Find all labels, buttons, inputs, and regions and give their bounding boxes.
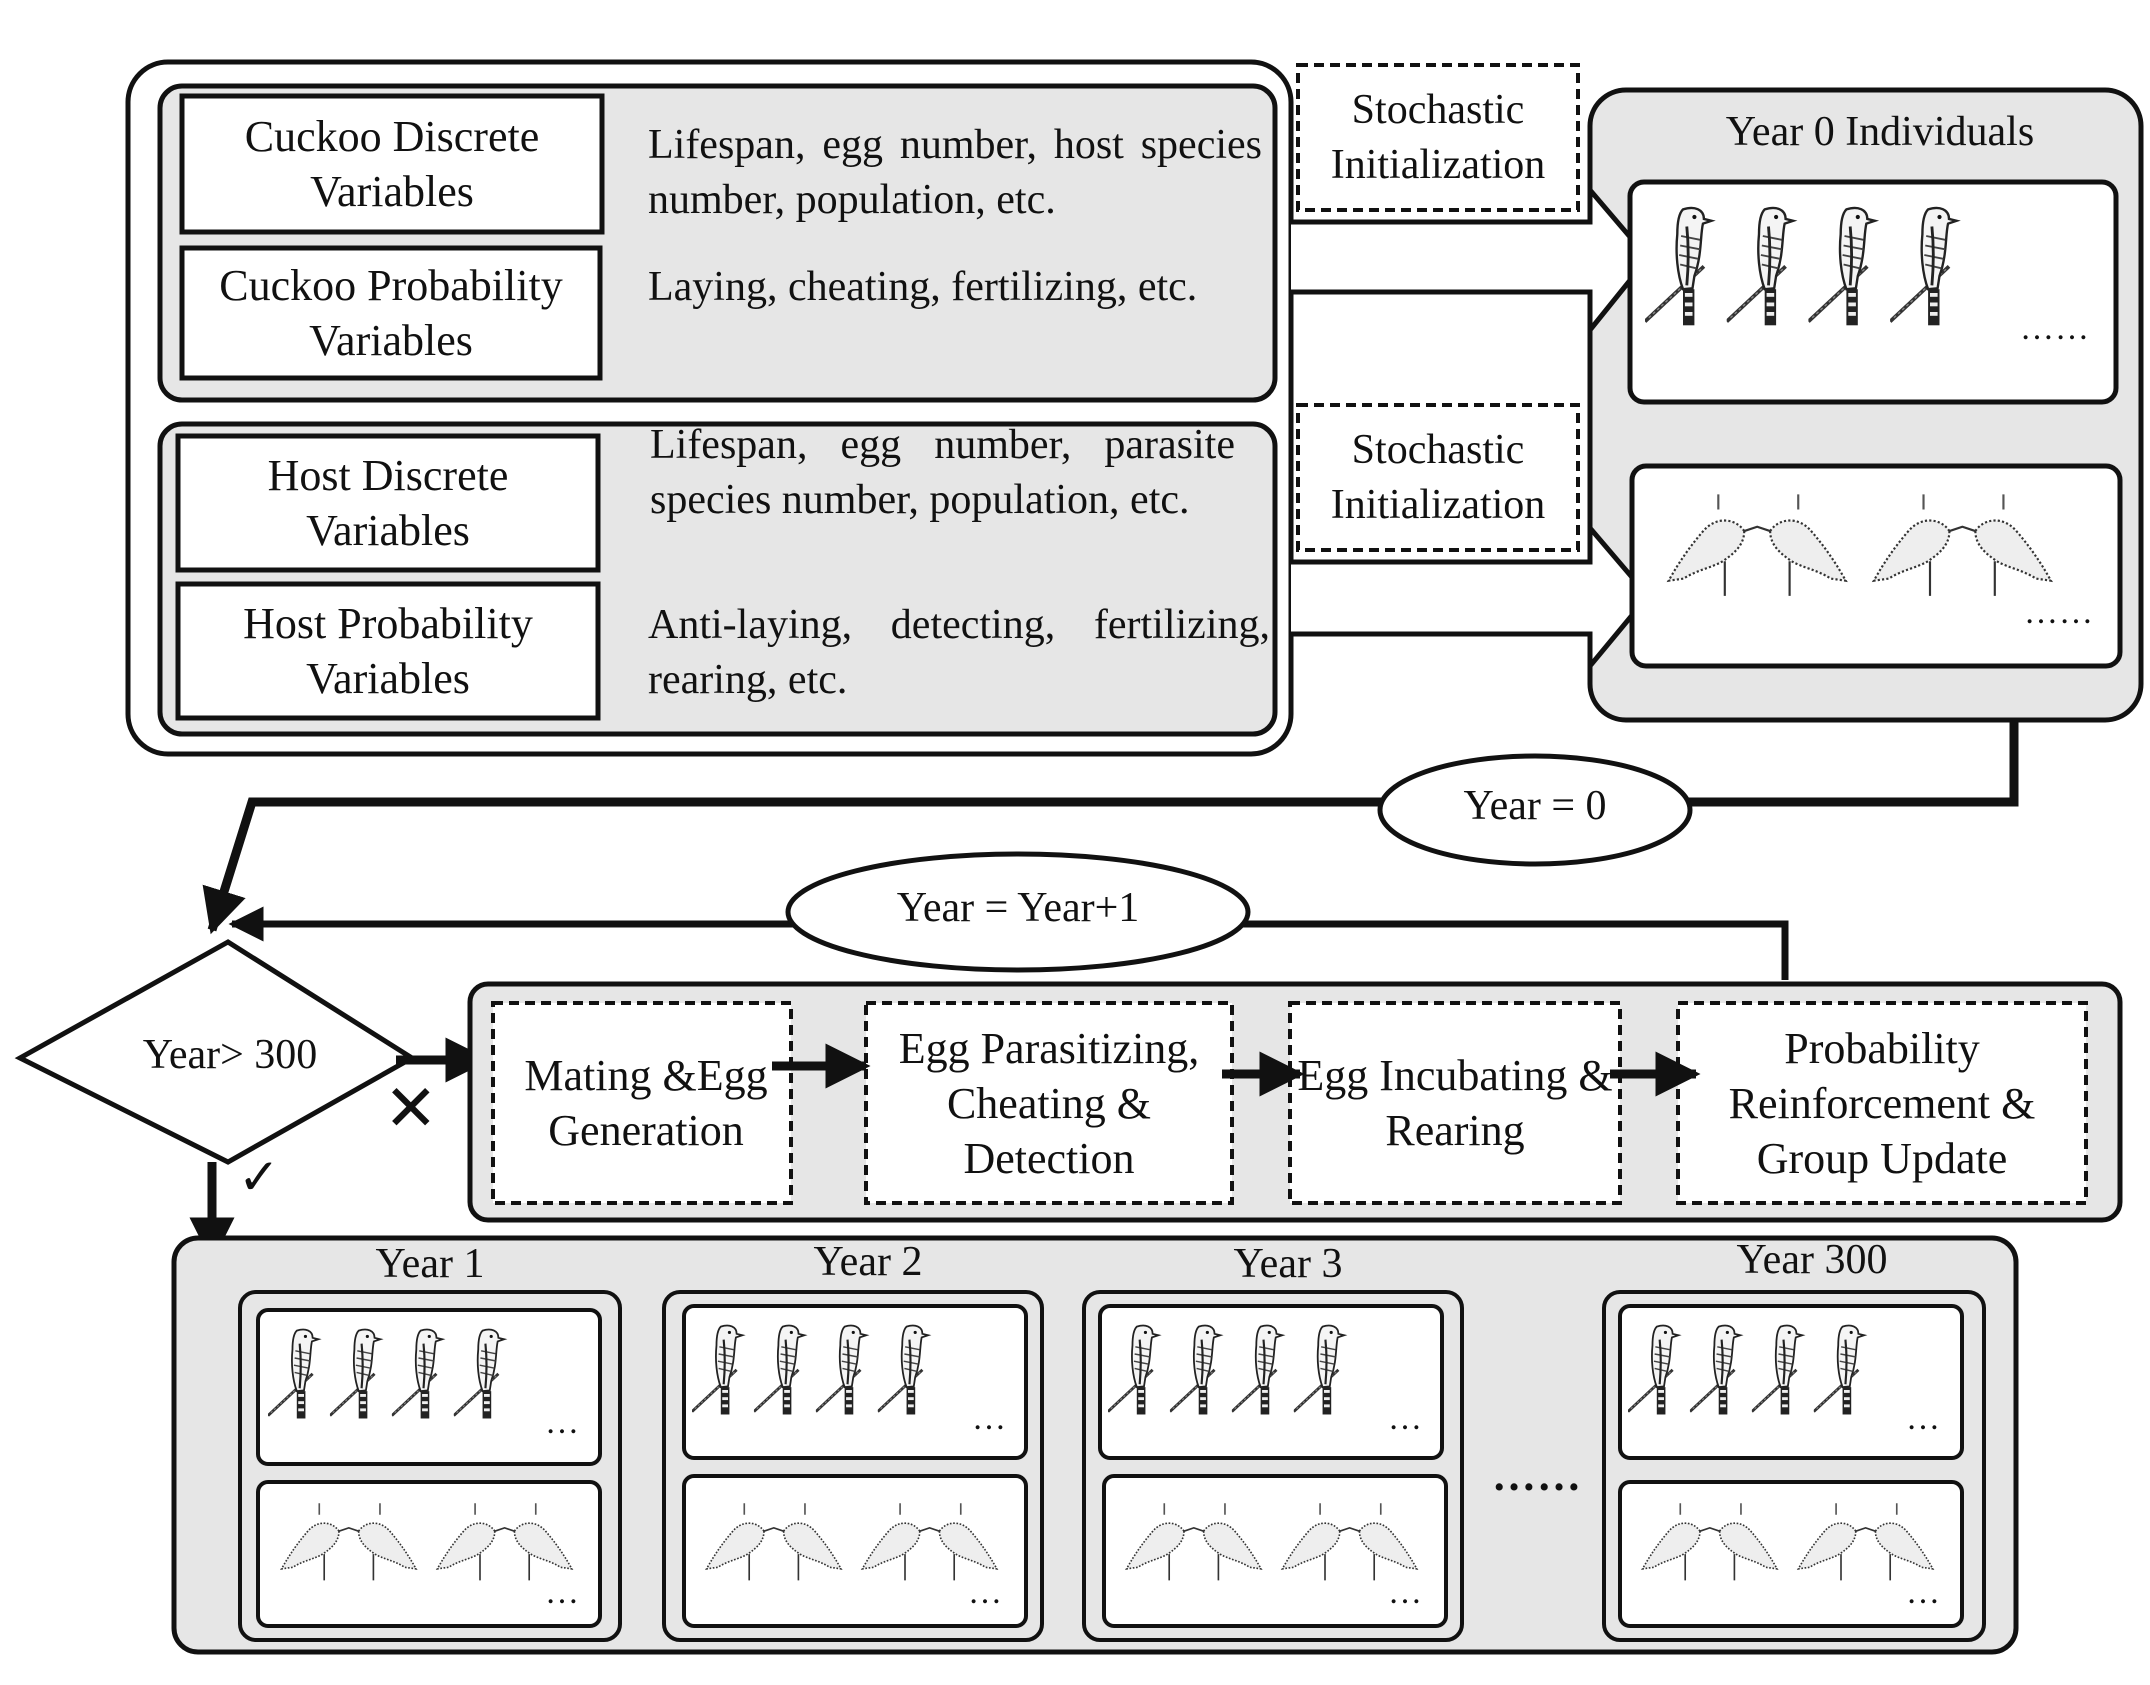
- step-box-2: [864, 1001, 1234, 1205]
- no-cross-icon: ✕: [384, 1072, 438, 1146]
- loop-back-connector: [228, 906, 1789, 980]
- year0-cuckoo-box: [1627, 179, 2119, 405]
- year-start-label: Year = 0: [1463, 783, 1607, 829]
- cuckoo-discrete-box: [179, 93, 605, 235]
- cuckoo-discrete-label: Cuckoo Discrete Variables: [244, 112, 540, 216]
- year-increment-oval: [785, 851, 1251, 973]
- year1-title: Year 1: [375, 1241, 485, 1287]
- year-increment-label: Year = Year+1: [896, 885, 1140, 931]
- cuckoo-probability-box: [179, 245, 603, 381]
- year2-host-ellipsis: …: [968, 1574, 1003, 1611]
- cuckoo-probability-desc: Laying, cheating, fertilizing, etc.: [648, 264, 1198, 310]
- host-discrete-box: [175, 433, 601, 573]
- init-to-condition-connector: [202, 720, 2019, 935]
- yes-check-icon: ✓: [238, 1148, 280, 1206]
- year1-host-ellipsis: …: [545, 1574, 580, 1611]
- host-probability-label: Host Probability Variables: [243, 599, 533, 703]
- year300-host-ellipsis: …: [1906, 1574, 1941, 1611]
- year300-cuckoo-ellipsis: …: [1906, 1400, 1941, 1437]
- year3-group: [1082, 1290, 1464, 1642]
- year300-title: Year 300: [1736, 1237, 1888, 1283]
- stochastic-init-bottom-label: Stochastic Initialization: [1330, 426, 1546, 528]
- cuckoo-discrete-desc: Lifespan, egg number, host species numbe…: [648, 122, 1262, 223]
- step-box-4: [1676, 1001, 2088, 1205]
- step-box-1: [491, 1001, 793, 1205]
- step-3-label: Egg Incubating & Rearing: [1297, 1051, 1613, 1155]
- host-probability-box: [175, 581, 601, 721]
- cuckoo-probability-label: Cuckoo Probability Variables: [219, 261, 563, 365]
- between-years-ellipsis: ……: [1492, 1451, 1582, 1500]
- year0-title: Year 0 Individuals: [1725, 109, 2035, 155]
- year3-title: Year 3: [1233, 1241, 1343, 1287]
- host-discrete-label: Host Discrete Variables: [267, 451, 509, 555]
- step-4-label: Probability Reinforcement & Group Update: [1728, 1023, 2036, 1183]
- year0-host-box: [1629, 463, 2123, 669]
- stochastic-init-top-label: Stochastic Initialization: [1330, 86, 1546, 188]
- year1-group: [238, 1290, 622, 1642]
- condition-diamond: [14, 939, 417, 1165]
- year2-group: [662, 1290, 1044, 1642]
- stochastic-init-box-bottom: [1296, 403, 1580, 552]
- stochastic-init-box-top: [1296, 63, 1580, 212]
- year3-host-ellipsis: …: [1388, 1574, 1423, 1611]
- year2-cuckoo-ellipsis: …: [972, 1400, 1007, 1437]
- step-box-3: [1288, 1001, 1622, 1205]
- step-1-label: Mating &Egg Generation: [524, 1051, 768, 1155]
- host-discrete-desc: Lifespan, egg number, parasite species n…: [650, 422, 1235, 523]
- year1-cuckoo-ellipsis: …: [545, 1404, 580, 1441]
- year-start-oval: [1377, 753, 1693, 867]
- step-2-label: Egg Parasitizing, Cheating & Detection: [898, 1023, 1200, 1183]
- host-probability-desc: Anti-laying, detecting, fertilizing, rea…: [648, 602, 1270, 703]
- year300-group: [1602, 1290, 1986, 1642]
- year0-host-ellipsis: ……: [2024, 594, 2094, 631]
- year2-title: Year 2: [813, 1239, 923, 1285]
- condition-label: Year> 300: [142, 1032, 318, 1078]
- year0-cuckoo-ellipsis: ……: [2020, 310, 2090, 347]
- year3-cuckoo-ellipsis: …: [1388, 1400, 1423, 1437]
